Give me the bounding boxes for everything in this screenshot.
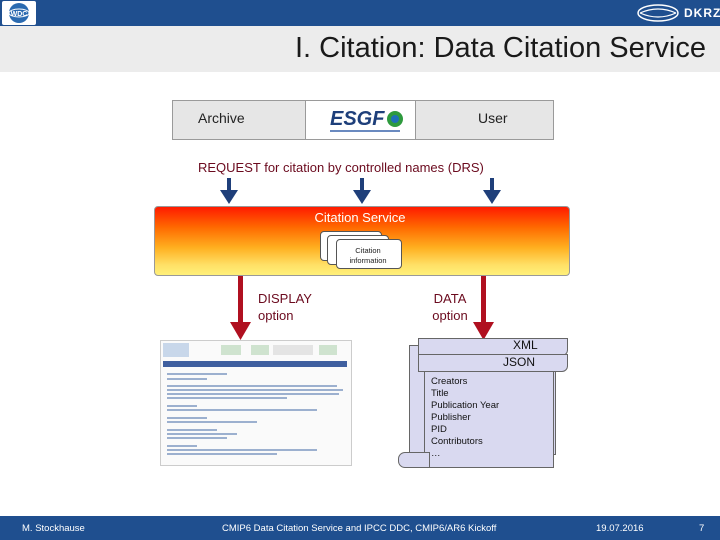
text-line bbox=[167, 393, 339, 395]
scroll-curl bbox=[398, 452, 430, 468]
scroll-document bbox=[424, 358, 554, 468]
text-line bbox=[167, 409, 317, 411]
esgf-logo-underline bbox=[330, 130, 400, 132]
text-line bbox=[167, 397, 287, 399]
text-line bbox=[167, 421, 257, 423]
user-box bbox=[415, 100, 554, 140]
request-label: REQUEST for citation by controlled names… bbox=[198, 160, 484, 175]
footer-event: CMIP6 Data Citation Service and IPCC DDC… bbox=[222, 523, 497, 534]
text-line bbox=[167, 445, 197, 447]
text-line bbox=[167, 437, 227, 439]
dkrz-logo-text: DKRZ bbox=[684, 6, 720, 20]
archive-box bbox=[172, 100, 307, 140]
display-option-label: DISPLAY option bbox=[258, 290, 312, 324]
footer-bar bbox=[0, 516, 720, 540]
archive-label: Archive bbox=[198, 110, 245, 126]
display-option-line1: DISPLAY bbox=[258, 291, 312, 306]
text-line bbox=[167, 429, 217, 431]
esgf-logo: ESGF bbox=[330, 108, 385, 130]
landing-page-header bbox=[163, 361, 347, 367]
data-option-label: DATA option bbox=[428, 290, 472, 324]
wdc-logo-text: WDC bbox=[11, 11, 28, 18]
arrow-esgf-to-service bbox=[353, 178, 371, 204]
metadata-field: Title bbox=[431, 388, 449, 399]
page-title: I. Citation: Data Citation Service bbox=[294, 32, 706, 64]
display-option-line2: option bbox=[258, 308, 294, 323]
text-line bbox=[167, 449, 317, 451]
text-line bbox=[167, 385, 337, 387]
esgf-logo-icon bbox=[387, 111, 403, 127]
citation-service-label: Citation Service bbox=[314, 210, 406, 225]
metadata-field: … bbox=[431, 448, 441, 459]
text-line bbox=[167, 417, 207, 419]
user-label: User bbox=[478, 110, 508, 126]
title-band bbox=[0, 26, 720, 72]
request-arrows bbox=[220, 178, 501, 204]
partner-logo-icon bbox=[251, 345, 269, 355]
landing-page-screenshot bbox=[160, 340, 352, 466]
text-line bbox=[167, 433, 237, 435]
text-line bbox=[167, 389, 343, 391]
top-bar bbox=[0, 0, 720, 26]
text-line bbox=[167, 405, 197, 407]
json-scroll-tab bbox=[418, 354, 568, 372]
text-line bbox=[167, 453, 277, 455]
data-option-line1: DATA bbox=[433, 291, 467, 306]
metadata-field: Publisher bbox=[431, 412, 471, 423]
partner-logo-icon bbox=[319, 345, 337, 355]
arrow-archive-to-service bbox=[220, 178, 238, 204]
database-label-line2: information bbox=[349, 256, 387, 265]
metadata-field: PID bbox=[431, 424, 447, 435]
footer-date: 19.07.2016 bbox=[596, 523, 644, 534]
arrow-user-to-service bbox=[483, 178, 501, 204]
json-format-label: JSON bbox=[503, 355, 536, 369]
arrow-data-option bbox=[473, 276, 494, 340]
footer-author: M. Stockhause bbox=[22, 523, 85, 534]
metadata-field: Contributors bbox=[431, 436, 483, 447]
database-icon bbox=[336, 239, 402, 269]
xml-format-label: XML bbox=[513, 338, 538, 352]
text-line bbox=[167, 378, 207, 380]
footer-page-number: 7 bbox=[699, 523, 705, 534]
partner-logo-icon bbox=[273, 345, 313, 355]
output-arrows bbox=[230, 276, 494, 340]
wdc-logo: WDC bbox=[2, 1, 36, 25]
database-label-line1: Citation bbox=[355, 246, 381, 255]
arrow-display-option bbox=[230, 276, 251, 340]
metadata-field: Publication Year bbox=[431, 400, 500, 411]
dkrz-logo-icon bbox=[637, 4, 679, 22]
metadata-field: Creators bbox=[431, 376, 468, 387]
data-option-line2: option bbox=[432, 308, 468, 323]
wcrp-logo-icon bbox=[163, 343, 189, 357]
database-label: Citation information bbox=[336, 246, 400, 266]
text-line bbox=[167, 373, 227, 375]
partner-logo-icon bbox=[221, 345, 241, 355]
